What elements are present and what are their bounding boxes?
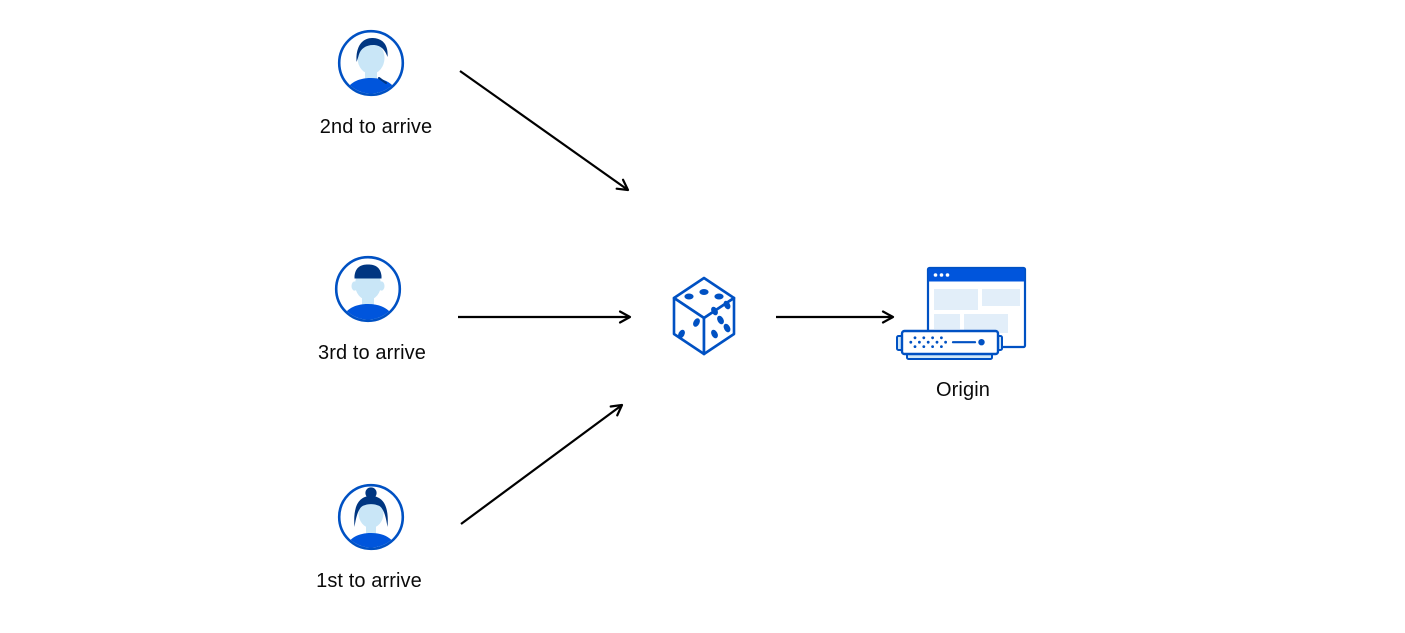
female-avatar-bun-icon — [337, 483, 405, 551]
visitor1-label: 1st to arrive — [316, 570, 422, 592]
male-avatar-flat-top-icon — [334, 255, 402, 323]
arrow-visitor2-to-dice — [459, 70, 630, 192]
male-avatar-swept-hair-icon — [337, 29, 405, 97]
origin-label: Origin — [936, 379, 990, 401]
arrow-visitor1-to-dice — [460, 403, 624, 525]
visitor2-label: 2nd to arrive — [319, 116, 433, 138]
dice-icon — [672, 276, 736, 356]
origin-server-browser-icon — [896, 266, 1027, 360]
visitor3-label: 3rd to arrive — [317, 342, 426, 364]
